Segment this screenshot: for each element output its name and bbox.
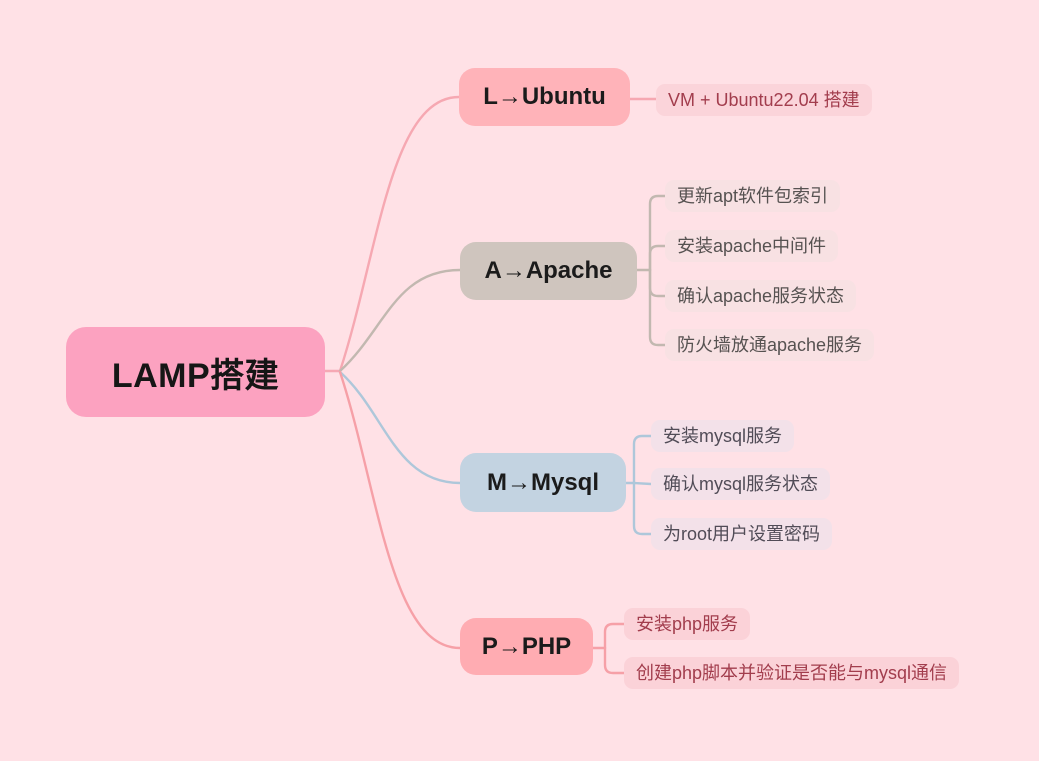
connector-mysql-leaf-1 xyxy=(632,434,653,485)
connector-apache-leaf-4 xyxy=(648,268,667,347)
leaf-apache-install[interactable]: 安装apache中间件 xyxy=(665,230,839,262)
leaf-mysql-install[interactable]: 安装mysql服务 xyxy=(651,420,795,452)
branch-node-php[interactable]: P→PHP xyxy=(460,618,593,675)
leaf-apache-status[interactable]: 确认apache服务状态 xyxy=(665,280,857,312)
leaf-apache-firewall[interactable]: 防火墙放通apache服务 xyxy=(665,329,875,361)
connector-mysql-leaf-3 xyxy=(632,481,653,536)
branch-node-mysql[interactable]: M→Mysql xyxy=(460,453,626,512)
connector-apache-leaf-1 xyxy=(648,194,667,272)
leaf-mysql-root-password[interactable]: 为root用户设置密码 xyxy=(651,518,833,550)
connector-root-mysql xyxy=(338,370,462,485)
leaf-php-install[interactable]: 安装php服务 xyxy=(624,608,751,640)
leaf-apache-apt-update[interactable]: 更新apt软件包索引 xyxy=(665,180,841,212)
leaf-php-script-mysql-test[interactable]: 创建php脚本并验证是否能与mysql通信 xyxy=(624,657,960,689)
branch-node-ubuntu[interactable]: L→Ubuntu xyxy=(459,68,630,126)
branch-node-apache[interactable]: A→Apache xyxy=(460,242,637,300)
connector-mysql-leaf-2 xyxy=(632,481,653,486)
leaf-vm-ubuntu-setup[interactable]: VM + Ubuntu22.04 搭建 xyxy=(656,84,872,116)
leaf-mysql-status[interactable]: 确认mysql服务状态 xyxy=(651,468,831,500)
connector-root-apache xyxy=(338,268,462,373)
connector-root-php xyxy=(338,370,462,650)
connector-root-ubuntu xyxy=(338,95,461,373)
connector-apache-leaf-2 xyxy=(648,244,667,272)
connector-apache-leaf-3 xyxy=(648,268,667,298)
connector-php-leaf-1 xyxy=(603,622,626,650)
connector-php-leaf-2 xyxy=(603,646,626,675)
root-node-lamp[interactable]: LAMP搭建 xyxy=(66,327,325,417)
